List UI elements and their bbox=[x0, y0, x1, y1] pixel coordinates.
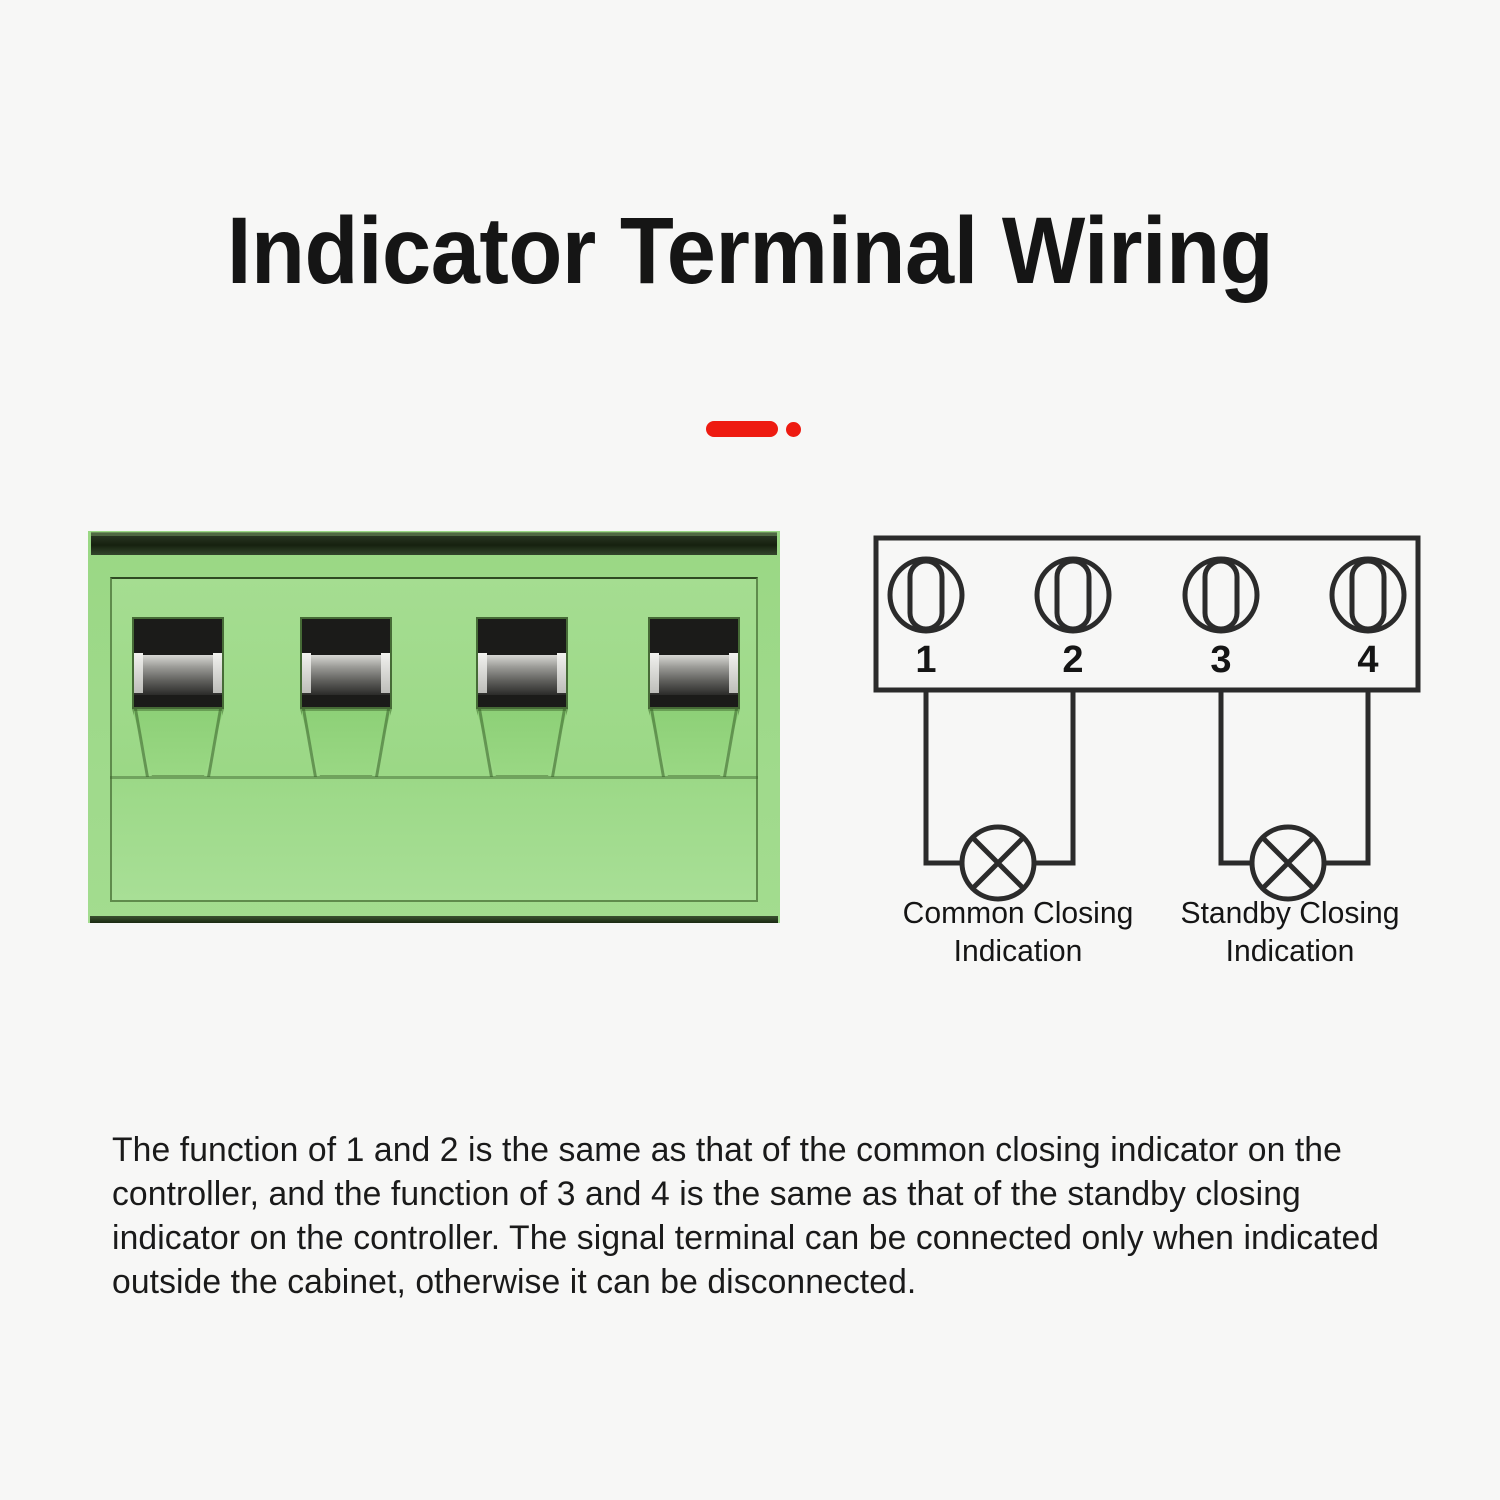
wiring-schematic: 1 2 3 4 bbox=[860, 525, 1440, 995]
wire-slot-3 bbox=[476, 617, 568, 777]
wire-clamp-right-edge bbox=[557, 653, 566, 693]
wire-clamp-left-edge bbox=[302, 653, 311, 693]
screw-symbol-1 bbox=[887, 556, 965, 634]
caption-common-line1: Common Closing bbox=[902, 895, 1134, 930]
description-paragraph: The function of 1 and 2 is the same as t… bbox=[112, 1131, 1380, 1301]
wire-clamp-left-edge bbox=[478, 653, 487, 693]
terminal-block-photo bbox=[88, 531, 780, 923]
terminal-number-3: 3 bbox=[1210, 639, 1231, 681]
wire-slot-2 bbox=[300, 617, 392, 777]
wire-clamp-right-edge bbox=[381, 653, 390, 693]
terminal-block-top-edge bbox=[91, 533, 777, 555]
wire-clamp-metal bbox=[302, 655, 390, 695]
wire-slot-1 bbox=[132, 617, 224, 777]
terminal-number-2: 2 bbox=[1062, 639, 1083, 681]
caption-standby-closing: Standby Closing Indication bbox=[1145, 894, 1436, 970]
wire-clamp-left-edge bbox=[134, 653, 143, 693]
wire-clamp-left-edge bbox=[650, 653, 659, 693]
caption-standby-line1: Standby Closing bbox=[1180, 895, 1400, 930]
terminal-block-seam bbox=[110, 776, 758, 779]
divider-bar bbox=[706, 421, 778, 437]
caption-common-closing: Common Closing Indication bbox=[873, 894, 1164, 970]
screw-symbol-4 bbox=[1329, 556, 1407, 634]
lamp-symbol-right bbox=[1249, 824, 1327, 902]
caption-standby-line2: Indication bbox=[1225, 933, 1355, 968]
terminal-number-4: 4 bbox=[1357, 639, 1378, 681]
terminal-block-top-highlight bbox=[91, 532, 777, 536]
circuit-wire-left bbox=[923, 690, 1076, 866]
wire-clamp-metal bbox=[650, 655, 738, 695]
page-title: Indicator Terminal Wiring bbox=[226, 198, 1274, 304]
caption-common-line2: Indication bbox=[953, 933, 1083, 968]
wire-clamp-right-edge bbox=[213, 653, 222, 693]
wire-clamp-metal bbox=[134, 655, 222, 695]
terminal-strip-outline bbox=[873, 535, 1421, 693]
lamp-symbol-left bbox=[959, 824, 1037, 902]
wire-clamp-right-edge bbox=[729, 653, 738, 693]
divider-dot bbox=[786, 422, 801, 437]
screw-symbol-2 bbox=[1034, 556, 1112, 634]
screw-symbol-3 bbox=[1182, 556, 1260, 634]
red-divider bbox=[706, 418, 806, 440]
wire-slot-4 bbox=[648, 617, 740, 777]
terminal-number-1: 1 bbox=[915, 639, 936, 681]
wire-clamp-metal bbox=[478, 655, 566, 695]
circuit-wire-right bbox=[1218, 690, 1371, 866]
terminal-block-bottom-edge bbox=[90, 916, 778, 923]
